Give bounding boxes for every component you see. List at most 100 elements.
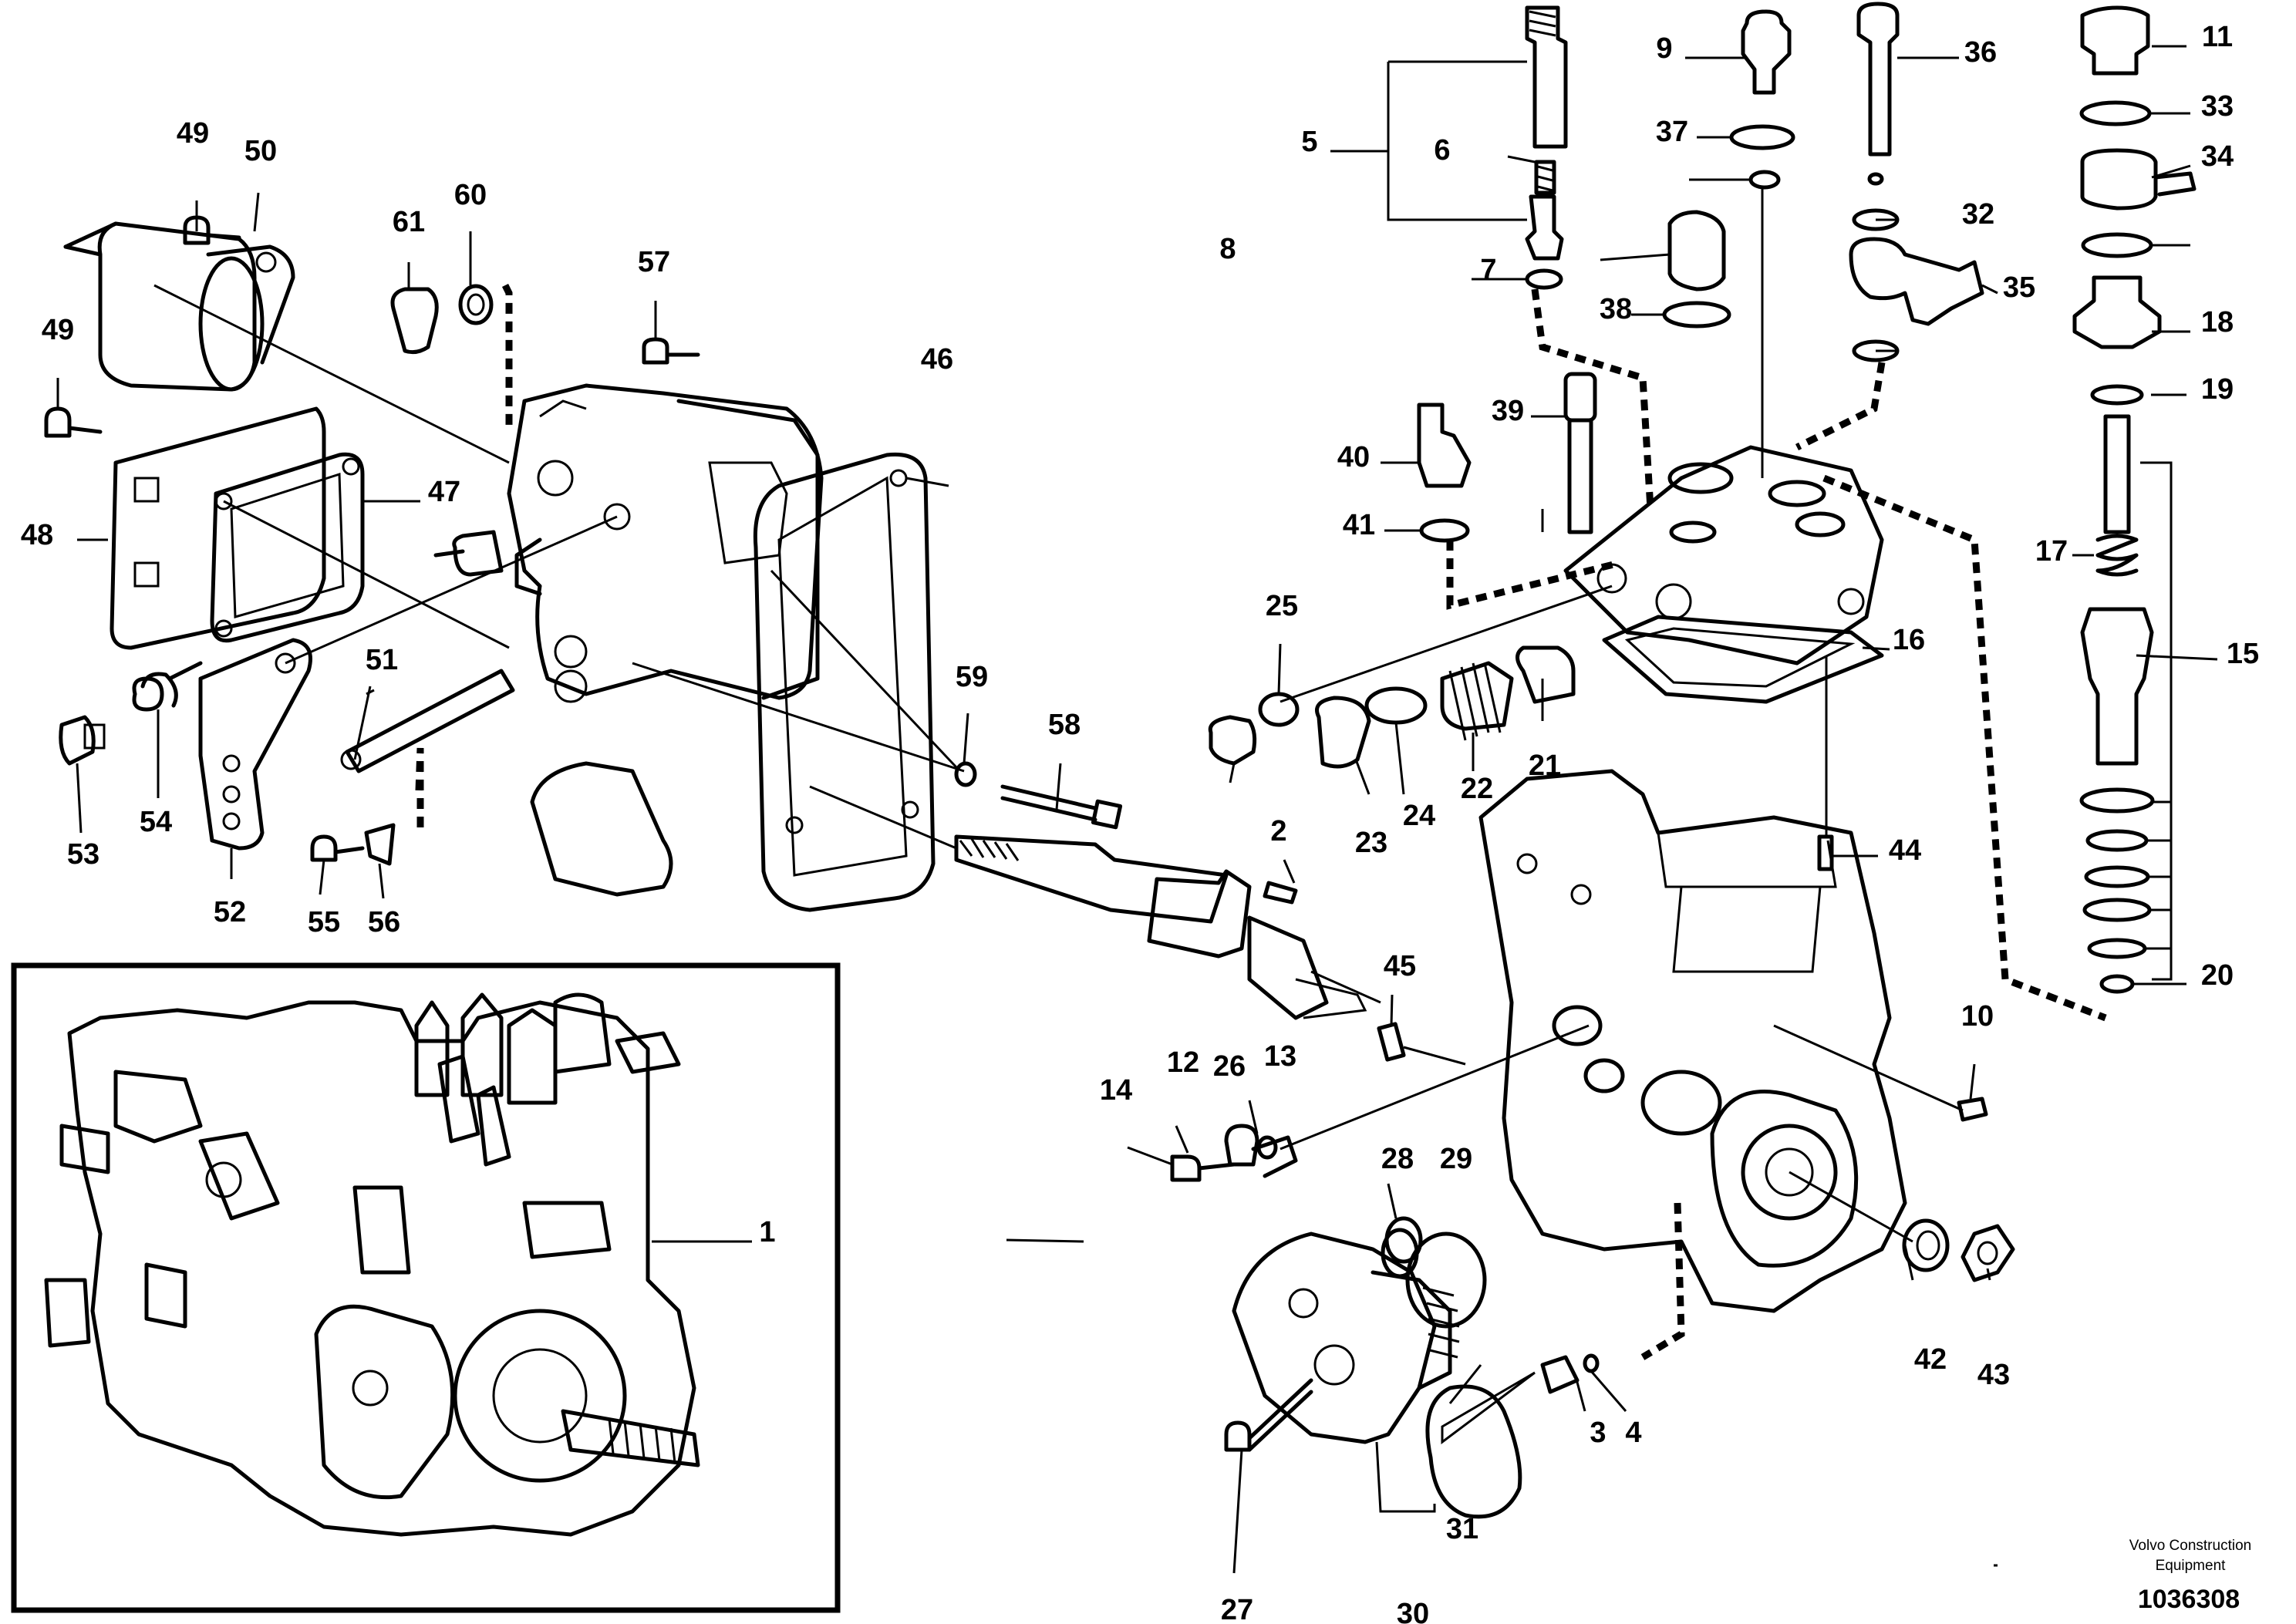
- callout-39: 39: [1492, 395, 1524, 427]
- callout-36: 36: [1964, 36, 1997, 69]
- plug-8-oring-38: [1662, 210, 1731, 329]
- valve-parts-21-26: [1208, 645, 1576, 769]
- callout-45: 45: [1384, 950, 1416, 982]
- callout-26: 26: [1213, 1050, 1246, 1083]
- callout-30: 30: [1397, 1598, 1429, 1624]
- callout-5: 5: [1301, 126, 1317, 158]
- callout-29: 29: [1440, 1143, 1472, 1175]
- callout-44: 44: [1889, 834, 1921, 867]
- callout-23: 23: [1355, 827, 1387, 859]
- callout-32: 32: [1962, 198, 1994, 231]
- callout-4: 4: [1625, 1417, 1641, 1449]
- bolt-58-washer-59: [954, 761, 1123, 830]
- callout-49-second: 49: [42, 314, 74, 346]
- housing-gasket-46: [753, 452, 936, 912]
- callout-25: 25: [1266, 590, 1298, 622]
- callout-21: 21: [1529, 750, 1561, 782]
- bolt-39: [1563, 372, 1597, 534]
- callout-18: 18: [2201, 306, 2234, 339]
- callout-51: 51: [366, 644, 398, 676]
- callout-19: 19: [2201, 373, 2234, 406]
- hub-42-nut-43-screw-10: [1902, 1097, 2015, 1282]
- callout-1: 1: [759, 1216, 775, 1248]
- return-spring: [132, 661, 203, 712]
- callout-46: 46: [921, 343, 953, 376]
- callout-56: 56: [368, 906, 400, 938]
- callout-40: 40: [1337, 441, 1370, 473]
- key-2-pin-45: [1263, 881, 1406, 1062]
- callout-33: 33: [2201, 90, 2234, 123]
- callout-47: 47: [428, 476, 460, 508]
- callout-61: 61: [393, 206, 425, 238]
- leader-lines: [56, 45, 2218, 1574]
- brand-line-2: Equipment: [2156, 1558, 2227, 1574]
- callout-55: 55: [308, 906, 340, 938]
- callout-31: 31: [1446, 1513, 1478, 1545]
- callout-54: 54: [140, 806, 172, 838]
- callout-37: 37: [1656, 116, 1688, 148]
- callout-10: 10: [1961, 1000, 1994, 1033]
- callout-52: 52: [214, 896, 246, 928]
- seal-31-oring-28: [1384, 1216, 1522, 1519]
- callout-7: 7: [1480, 254, 1496, 286]
- callout-60: 60: [454, 179, 487, 211]
- head-gasket-16: [1602, 615, 1884, 704]
- callout-22: 22: [1461, 773, 1493, 805]
- main-pump-body: [1478, 769, 1907, 1313]
- callout-53: 53: [67, 838, 99, 871]
- callout-3: 3: [1590, 1417, 1606, 1449]
- callout-34: 34: [2201, 140, 2234, 173]
- callout-20: 20: [2201, 959, 2234, 992]
- callout-9: 9: [1656, 32, 1672, 65]
- callout-50: 50: [244, 135, 277, 167]
- callout-8: 8: [1219, 233, 1236, 265]
- callout-43: 43: [1977, 1359, 2010, 1391]
- callout-17: 17: [2035, 535, 2068, 568]
- plug-61-washer-60: [390, 284, 494, 355]
- small-screws-left: [44, 215, 396, 866]
- dashed-routes: [415, 283, 2107, 1360]
- callout-15: 15: [2227, 638, 2259, 670]
- plug-screw-53: [59, 715, 106, 766]
- callout-42: 42: [1914, 1343, 1947, 1376]
- assembled-pump-inset: [11, 962, 841, 1613]
- pin-44: [1817, 834, 1834, 871]
- feed-pump-30: [1232, 1228, 1487, 1444]
- brand-line-1: Volvo Construction: [2129, 1538, 2251, 1554]
- lever-shaft: [340, 669, 515, 773]
- callout-27: 27: [1221, 1594, 1253, 1624]
- document-number: 1036308: [2138, 1585, 2240, 1614]
- lever-bracket: [198, 638, 312, 851]
- drive-shaft: [954, 834, 1367, 1020]
- callout-41: 41: [1343, 509, 1375, 541]
- callout-11: 11: [2202, 21, 2233, 53]
- callout-35: 35: [2003, 271, 2035, 304]
- callout-2: 2: [1270, 815, 1286, 847]
- pump-head: [1563, 445, 1884, 665]
- mounting-plate: [110, 406, 326, 650]
- inset-frame: [11, 962, 841, 1613]
- plug-9-oring-37-washer-7: [1729, 9, 1795, 190]
- callout-49: 49: [177, 117, 209, 150]
- nipple-40-washer-41: [1417, 403, 1472, 543]
- delivery-valve-5: [1525, 5, 1568, 290]
- stop-solenoid: [63, 221, 295, 392]
- callout-48: 48: [21, 519, 53, 551]
- pump-upper-housing: [433, 383, 824, 897]
- right-valve-stack: [2072, 5, 2197, 994]
- screws-55-57: [642, 337, 700, 365]
- callout-58: 58: [1048, 709, 1081, 741]
- callout-24: 24: [1403, 800, 1435, 832]
- callout-59: 59: [956, 661, 988, 693]
- callout-57: 57: [638, 246, 670, 278]
- callout-14: 14: [1100, 1074, 1132, 1107]
- callout-13: 13: [1264, 1040, 1296, 1073]
- callout-28: 28: [1381, 1143, 1414, 1175]
- callout-16: 16: [1893, 624, 1925, 656]
- plate-gasket: [210, 452, 365, 643]
- footer-block: Volvo Construction Equipment 1036308: [2129, 1538, 2251, 1614]
- callout-38: 38: [1600, 293, 1632, 325]
- callout-6: 6: [1434, 134, 1450, 167]
